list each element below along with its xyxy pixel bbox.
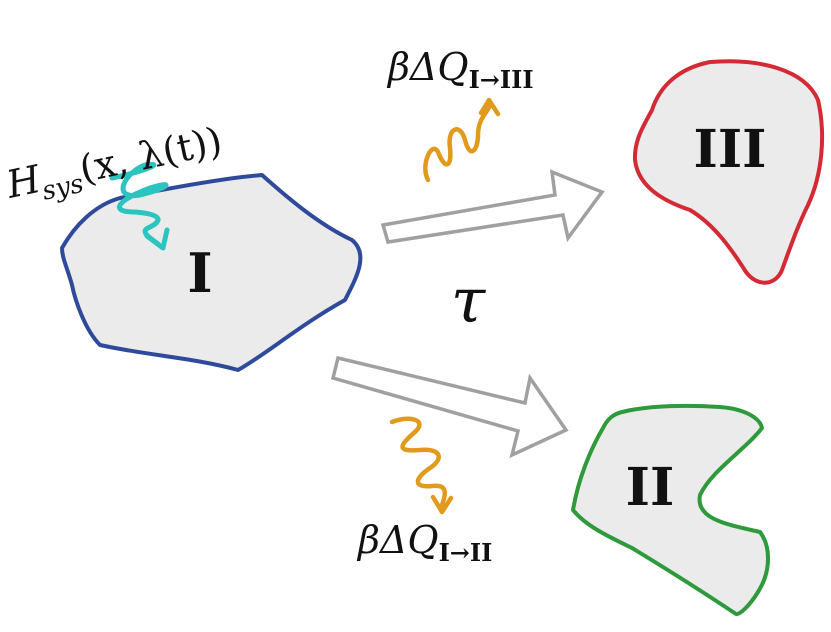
heat-label-bottom: βΔQI→II [356,518,492,567]
heat-top-arrowhead [478,97,501,117]
hamiltonian-arguments: (x, λ(t)) [76,118,226,191]
heat-top-subscript: I→III [469,65,534,94]
heat-label-top: βΔQI→III [386,45,534,94]
region-one-shape [60,173,363,372]
heat-bottom-arrowhead [430,494,454,515]
hamiltonian-subscript: sys [40,169,87,207]
heat-squiggle-bottom [389,416,454,515]
heat-bottom-prefix: βΔQ [356,518,439,562]
heat-squiggle-top [423,97,501,183]
drive-arrowhead [144,227,170,251]
heat-top-prefix: βΔQ [386,45,469,89]
heat-squiggle-bottom-path [389,416,448,508]
arrow-to-two-shape [330,355,569,459]
arrow-to-two [330,355,569,459]
arrow-to-three [380,169,605,244]
region-two-shape [571,403,770,616]
region-one-label: I [187,241,212,305]
drive-squiggle [109,161,170,251]
region-one: I [60,173,363,372]
arrow-to-three-shape [380,169,605,244]
heat-squiggle-top-path [423,102,493,183]
region-two: II [571,403,770,616]
region-three: III [632,59,825,285]
heat-bottom-subscript: I→II [439,538,493,567]
region-three-label: III [694,119,767,180]
region-three-shape [632,59,825,285]
tau-label: τ [451,264,487,337]
hamiltonian-symbol: H [2,157,45,207]
drive-squiggle-path [109,161,169,247]
region-two-label: II [626,457,675,518]
